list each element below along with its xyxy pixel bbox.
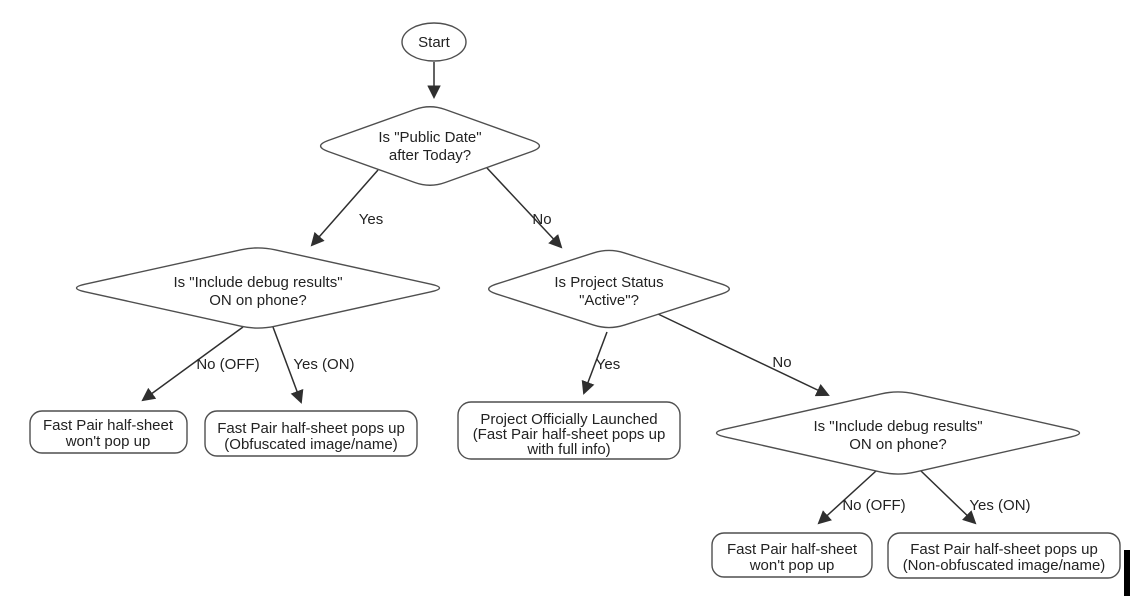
edge-label-debug-left-yes: Yes (ON) [293, 356, 354, 373]
outcome-left-yes-box [204, 410, 418, 457]
decision-debug-right [715, 391, 1081, 475]
outcome-status-yes-line2: (Fast Pair half-sheet pops up [473, 426, 666, 443]
decision-debug-left-line2: ON on phone? [209, 292, 307, 309]
edge-label-debug-left-no: No (OFF) [196, 356, 259, 373]
edge-label-status-no: No [772, 354, 791, 371]
edge-debug-right-yes [920, 470, 977, 525]
edge-debug-left-yes [272, 326, 304, 404]
edge-label-debug-right-no: No (OFF) [842, 497, 905, 514]
decision-debug-right-line1: Is "Include debug results" [813, 418, 982, 435]
outcome-left-no-box [29, 410, 188, 454]
edge-status-no [657, 313, 830, 397]
outcome-left-yes-line2: (Obfuscated image/name) [224, 436, 397, 453]
start-label: Start [418, 34, 451, 51]
node-shapes [29, 22, 1121, 579]
outcome-left-yes-line1: Fast Pair half-sheet pops up [217, 420, 405, 437]
decision-public-date-line1: Is "Public Date" [378, 129, 481, 146]
decision-debug-left-line1: Is "Include debug results" [173, 274, 342, 291]
edge-label-public-date-no: No [532, 211, 551, 228]
outcome-left-no-line1: Fast Pair half-sheet [43, 417, 174, 434]
outcome-right-yes-box [887, 532, 1121, 579]
outcome-right-yes-line1: Fast Pair half-sheet pops up [910, 541, 1098, 558]
edge-public-date-no [486, 167, 563, 249]
decision-public-date-line2: after Today? [389, 147, 471, 164]
edge-status-yes [581, 331, 608, 395]
outcome-right-no-box [711, 532, 873, 578]
edge-debug-right-no [817, 470, 877, 525]
labels-layer: Start Is "Public Date" after Today? Yes … [43, 34, 1105, 574]
outcome-status-yes-line1: Project Officially Launched [480, 411, 657, 428]
text-cursor-bar [1124, 550, 1130, 596]
edge-label-status-yes: Yes [596, 356, 620, 373]
outcome-status-yes-box [457, 401, 681, 460]
edge-public-date-yes [310, 169, 379, 247]
outcome-right-yes-line2: (Non-obfuscated image/name) [903, 557, 1106, 574]
decision-debug-right-line2: ON on phone? [849, 436, 947, 453]
decision-status-line1: Is Project Status [554, 274, 663, 291]
edge-label-debug-right-yes: Yes (ON) [969, 497, 1030, 514]
outcome-right-no-line2: won't pop up [749, 557, 835, 574]
decision-status [488, 249, 730, 329]
edge-debug-left-no [141, 326, 244, 402]
decision-status-line2: "Active"? [579, 292, 639, 309]
start-node [401, 22, 467, 62]
decision-debug-left [75, 247, 441, 329]
edge-label-public-date-yes: Yes [359, 211, 383, 228]
outcome-status-yes-line3: with full info) [526, 441, 610, 458]
decision-public-date [319, 106, 541, 186]
edges-layer [141, 62, 977, 525]
outcome-left-no-line2: won't pop up [65, 433, 151, 450]
nodes-layer [29, 22, 1121, 579]
outcome-right-no-line1: Fast Pair half-sheet [727, 541, 858, 558]
